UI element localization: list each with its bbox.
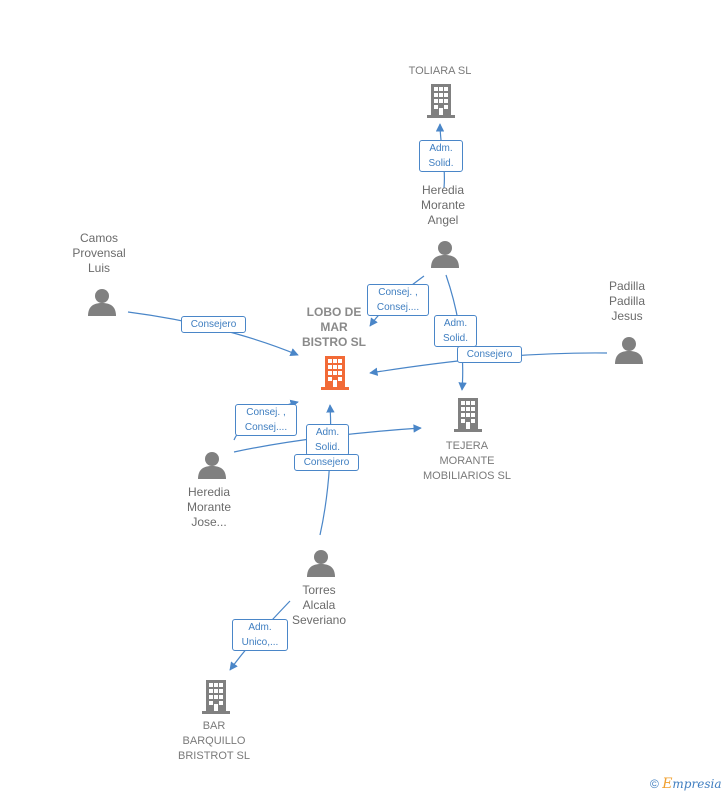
torres-label[interactable]: Torres Alcala Severiano xyxy=(291,583,347,627)
edge-label-angel-tejera[interactable]: Adm. Solid. xyxy=(434,315,477,347)
copyright-symbol: © xyxy=(650,777,659,791)
camos-person-icon[interactable] xyxy=(88,289,116,316)
toliara-building-icon[interactable] xyxy=(427,84,455,118)
padilla-person-icon[interactable] xyxy=(615,337,643,364)
tejera-label[interactable]: TEJERA MORANTE MOBILIARIOS SL xyxy=(422,440,512,482)
heredia-jose-person-icon[interactable] xyxy=(198,452,226,479)
edge-label-camos-lobo[interactable]: Consejero xyxy=(181,316,246,333)
padilla-label[interactable]: Padilla Padilla Jesus xyxy=(608,279,646,323)
edge-label-torres-lobo-cons[interactable]: Consejero xyxy=(294,454,359,471)
edge-label-torres-lobo-adm[interactable]: Adm. Solid. xyxy=(306,424,349,456)
edge-label-jose-lobo[interactable]: Consej. , Consej.... xyxy=(235,404,297,436)
edge-label-angel-toliara[interactable]: Adm. Solid. xyxy=(419,140,463,172)
copyright-notice: © Empresia xyxy=(650,776,721,792)
heredia-angel-label[interactable]: Heredia Morante Angel xyxy=(420,183,466,227)
heredia-angel-person-icon[interactable] xyxy=(431,241,459,268)
toliara-label[interactable]: TOLIARA SL xyxy=(408,65,472,77)
edge-label-padilla-lobo[interactable]: Consejero xyxy=(457,346,522,363)
tejera-building-icon[interactable] xyxy=(454,398,482,432)
camos-label[interactable]: Camos Provensal Luis xyxy=(72,231,126,275)
heredia-jose-label[interactable]: Heredia Morante Jose... xyxy=(186,485,232,529)
edge-label-angel-lobo[interactable]: Consej. , Consej.... xyxy=(367,284,429,316)
lobo-label[interactable]: LOBO DE MAR BISTRO SL xyxy=(301,305,367,349)
empresia-logo-initial: E xyxy=(662,776,673,792)
empresia-logo-text: mpresia xyxy=(672,777,722,791)
torres-person-icon[interactable] xyxy=(307,550,335,577)
bar-building-icon[interactable] xyxy=(202,680,230,714)
edge-label-torres-bar[interactable]: Adm. Unico,... xyxy=(232,619,288,651)
lobo-building-icon[interactable] xyxy=(321,356,349,390)
bar-label[interactable]: BAR BARQUILLO BRISTROT SL xyxy=(178,720,250,762)
